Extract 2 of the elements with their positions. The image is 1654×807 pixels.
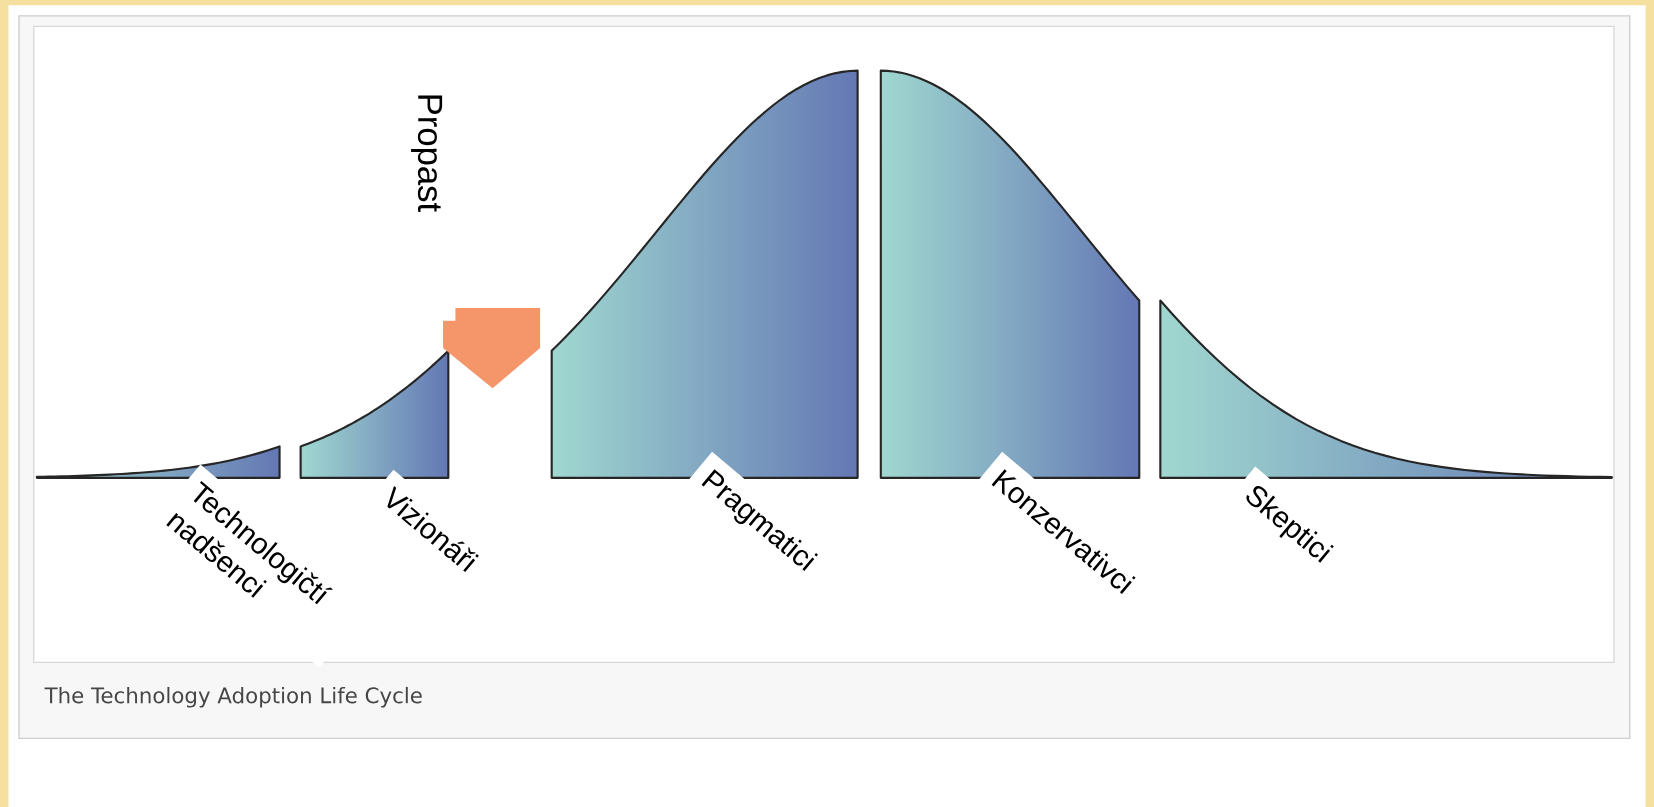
caption: The Technology Adoption Life Cycle	[44, 686, 422, 708]
gap-label: Propast	[397, 84, 456, 321]
